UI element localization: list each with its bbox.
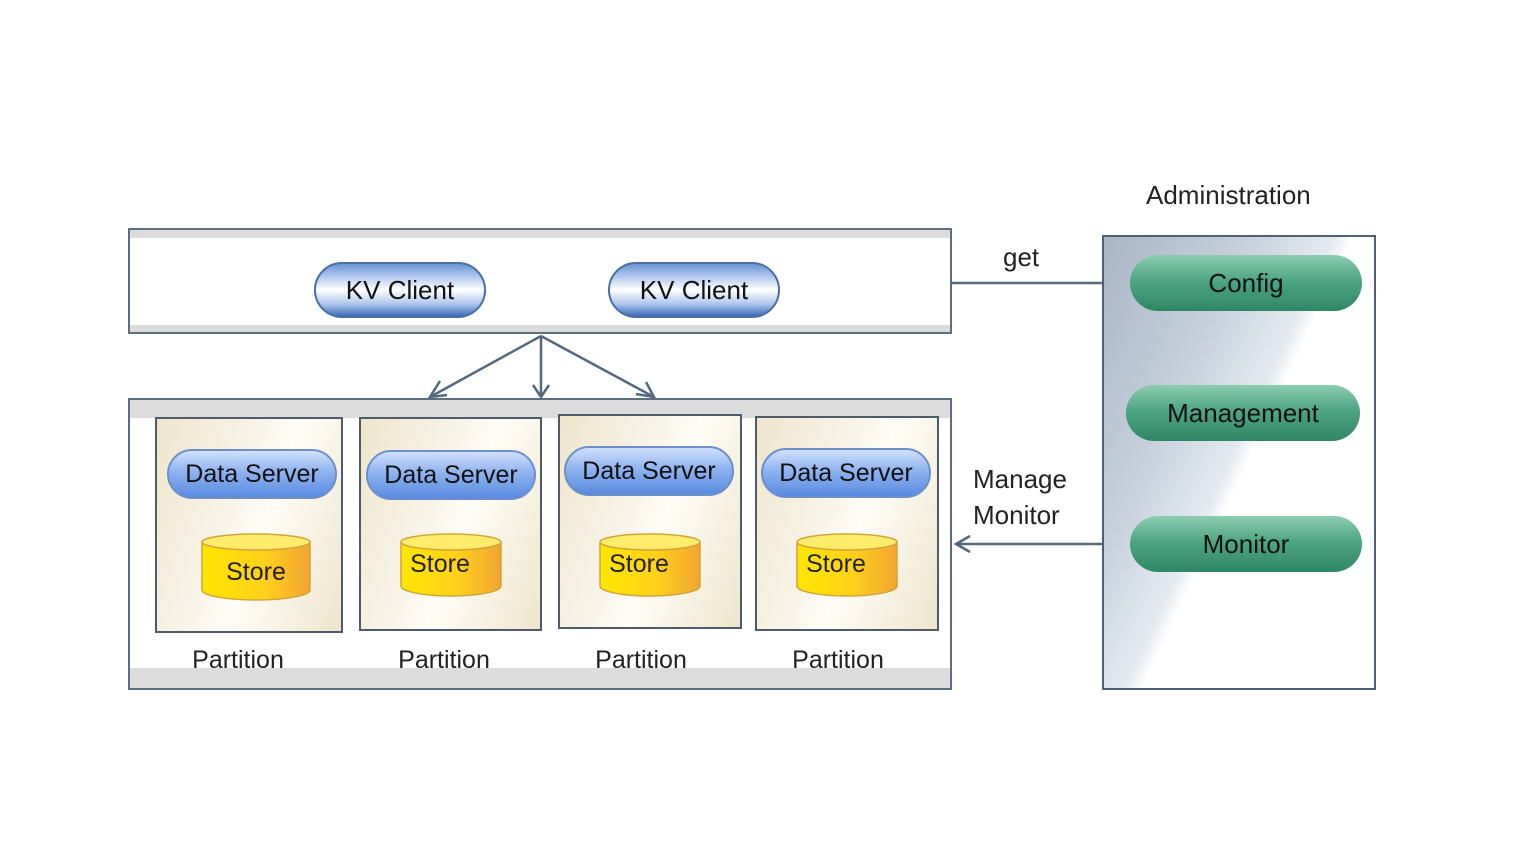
partition-label: Partition (595, 646, 687, 674)
client-layer-box (128, 228, 952, 334)
store-cylinder (201, 533, 311, 601)
store-cylinder (400, 533, 502, 597)
data-server-node: Data Server (761, 448, 931, 498)
data-server-node: Data Server (167, 449, 337, 499)
manage-edge-label: Manage (973, 464, 1067, 494)
monitor-node: Monitor (1130, 516, 1362, 572)
client-band-top (130, 230, 950, 238)
data-server-node: Data Server (366, 450, 536, 500)
administration-title: Administration (1146, 180, 1311, 210)
fan-arrowhead-right (635, 381, 657, 399)
kv-client-node: KV Client (314, 262, 486, 318)
fan-edge-right (540, 334, 655, 399)
store-cylinder (796, 533, 898, 597)
partition-label: Partition (398, 646, 490, 674)
store-cylinder (599, 533, 701, 597)
data-server-node: Data Server (564, 446, 734, 496)
monitor-arrowhead (953, 534, 971, 554)
kv-client-node: KV Client (608, 262, 780, 318)
fan-arrowhead-center (531, 384, 551, 400)
store-label: Store (806, 550, 866, 578)
store-label: Store (410, 550, 470, 578)
fan-arrowhead-left (427, 380, 448, 399)
storage-band-top (130, 400, 950, 418)
partition-label: Partition (192, 646, 284, 674)
fan-edge-left (429, 334, 542, 399)
storage-band-bottom (130, 668, 950, 688)
store-label: Store (226, 558, 286, 586)
monitor-edge-label: Monitor (973, 500, 1060, 530)
client-band-bottom (130, 325, 950, 332)
config-node: Config (1130, 255, 1362, 311)
partition-label: Partition (792, 646, 884, 674)
get-edge-label: get (1003, 242, 1040, 272)
management-node: Management (1126, 385, 1360, 441)
store-label: Store (609, 550, 669, 578)
